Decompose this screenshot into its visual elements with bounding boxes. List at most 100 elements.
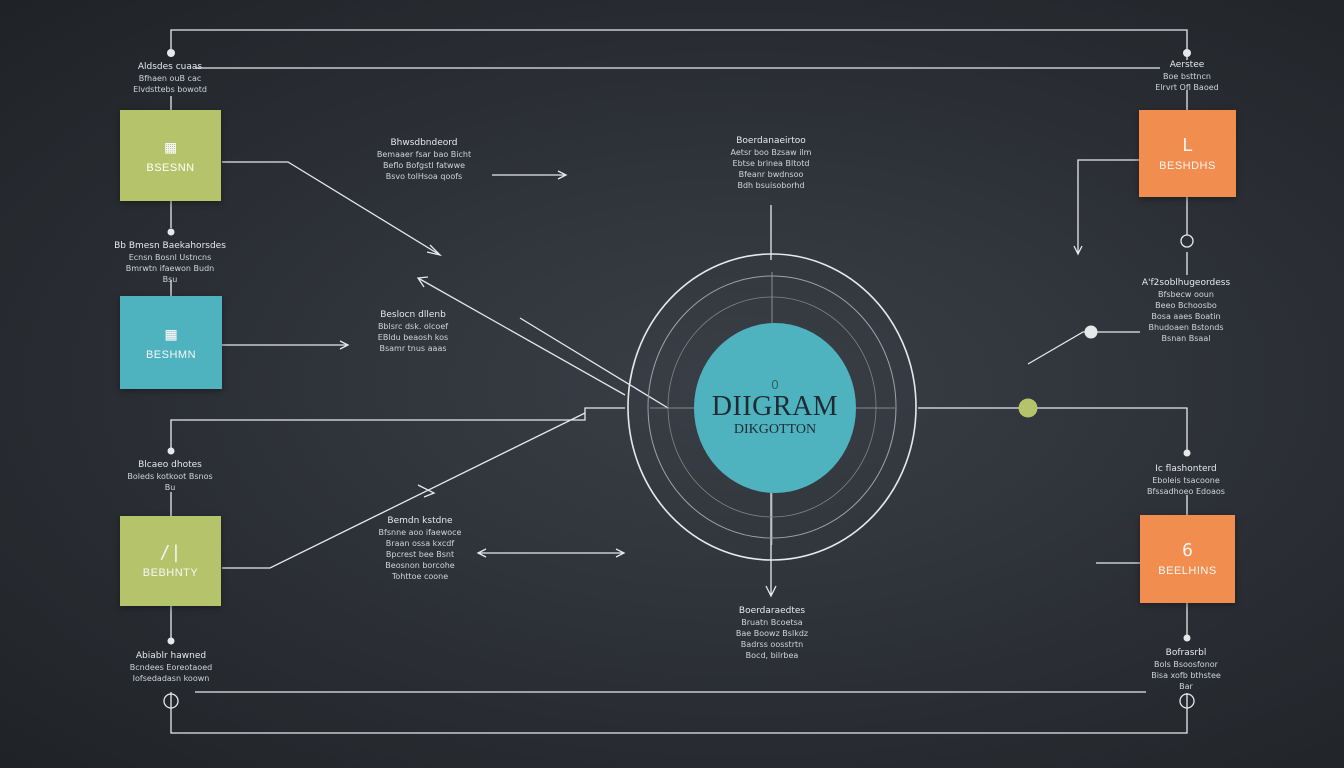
box-label: BSESNN: [146, 161, 195, 174]
note-line: Braan ossa kxcdf: [385, 539, 455, 548]
note-line: Bae Boowz Bslkdz: [735, 629, 809, 638]
note-line: Boleds kotkoot Bsnos: [127, 472, 213, 481]
note-line: Tohttoe coone: [391, 572, 449, 581]
note-line: Badrss oosstrtn: [740, 640, 804, 649]
note-line: Bruatn Bcoetsa: [741, 618, 803, 627]
hub-subtitle: DIKGOTTON: [733, 422, 817, 437]
right-top-bracket: [1073, 159, 1140, 256]
note-title: Bofrasrbl: [1165, 648, 1207, 658]
note-top-right: Aerstee Boe bsttncn Elrvrt Ofl Baoed: [1142, 60, 1232, 93]
node-right-diagonal: [1084, 325, 1098, 339]
note-line: Eboleis tsacoone: [1152, 476, 1220, 485]
box-bottom-left[interactable]: /| BEBHNTY: [120, 516, 221, 606]
note-center-bottom: Boerdaraedtes Bruatn Bcoetsa Bae Boowz B…: [714, 606, 830, 661]
node-bottom-left-open: [163, 693, 179, 709]
chart-icon: /|: [159, 542, 182, 563]
note-line: Beeo Bchoosbo: [1155, 301, 1217, 310]
arrow-lower-left-head: [417, 484, 436, 498]
number-icon: 6: [1182, 540, 1193, 561]
hub-title: DIIGRAM: [711, 391, 839, 422]
note-title: Aldsdes cuaas: [137, 62, 203, 72]
box-label: BESHDHS: [1159, 159, 1216, 172]
corner-icon: L: [1182, 134, 1193, 156]
note-title: A'f2soblhugeordess: [1141, 278, 1231, 288]
note-line: Bpcrest bee Bsnt: [385, 550, 455, 559]
note-line: Iofsedadasn koown: [132, 674, 210, 683]
note-line: Bblsrc dsk. olcoef: [377, 322, 449, 331]
node-top-left: [167, 49, 175, 57]
note-line: Bcndees Eoreotaoed: [129, 663, 213, 672]
note-center-left-middle: Beslocn dllenb Bblsrc dsk. olcoef EBldu …: [358, 310, 468, 354]
note-center-left-bottom: Bemdn kstdne Bfsnne aoo ifaewoce Braan o…: [364, 516, 476, 582]
note-right-2: A'f2soblhugeordess Bfsbecw ooun Beeo Bch…: [1134, 278, 1238, 344]
note-line: Bfsnne aoo ifaewoce: [378, 528, 462, 537]
note-line: Beosnon borcohe: [385, 561, 455, 570]
frame-bottom-line: [170, 692, 1188, 734]
note-line: Elvdsttebs bowotd: [133, 85, 207, 94]
arrow-bottom-center: [476, 548, 626, 558]
arrow-middle-diagonal-head: [416, 276, 429, 288]
note-line: Bhudoaen Bstonds: [1148, 323, 1224, 332]
note-line: Bmrwtn ifaewon Budn: [125, 264, 215, 273]
note-line: Elrvrt Ofl Baoed: [1155, 83, 1219, 92]
note-right-3: Ic flashonterd Eboleis tsacoone Bfssadho…: [1134, 464, 1238, 497]
note-line: Aetsr boo Bzsaw ilm: [730, 148, 812, 157]
node-left-1: [167, 228, 175, 236]
note-line: Ecnsn Bosnl Ustncns: [128, 253, 212, 262]
note-left-4: Abiablr hawned Bcndees Eoreotaoed Iofsed…: [112, 651, 230, 684]
note-line: Bols Bsoosfonor: [1154, 660, 1218, 669]
note-title: Boerdaraedtes: [738, 606, 806, 616]
arrow-top-center: [492, 170, 568, 180]
note-line: Bu: [164, 483, 176, 492]
grid-icon: ▦: [165, 323, 177, 345]
note-title: Bemdn kstdne: [387, 516, 453, 526]
note-line: Bemaaer fsar bao Bicht: [376, 150, 472, 159]
hub-outer-ring: [627, 253, 917, 561]
note-line: EBldu beaosh kos: [377, 333, 449, 342]
note-center-left-top: Bhwsdbndeord Bemaaer fsar bao Bicht Befl…: [362, 138, 486, 182]
node-right-ring: [1180, 234, 1194, 248]
arrow-middle-diagonal: [417, 277, 626, 396]
arrow-top-left-diagonal-head: [426, 244, 443, 257]
note-title: Bb Bmesn Baekahorsdes: [114, 241, 226, 251]
arrow-top-left-diagonal: [222, 161, 441, 256]
node-left-2: [167, 447, 175, 455]
central-hub[interactable]: 0 DIIGRAM DIKGOTTON: [694, 323, 856, 493]
note-title: Ic flashonterd: [1155, 464, 1217, 474]
note-line: Boe bsttncn: [1163, 72, 1211, 81]
hub-icon: 0: [771, 377, 779, 392]
note-title: Boerdanaeirtoo: [736, 136, 806, 146]
note-line: Bar: [1179, 682, 1193, 691]
note-left-2: Bb Bmesn Baekahorsdes Ecnsn Bosnl Ustncn…: [110, 241, 230, 285]
note-title: Abiablr hawned: [135, 651, 207, 661]
note-center-top: Boerdanaeirtoo Aetsr boo Bzsaw ilm Ebtse…: [708, 136, 834, 191]
left-bottom-link: [170, 407, 625, 448]
note-line: Ebtse brinea Bltotd: [732, 159, 810, 168]
note-line: Bdh bsuisoborhd: [737, 181, 805, 190]
note-title: Bhwsdbndeord: [390, 138, 458, 148]
box-top-left[interactable]: ▦ BSESNN: [120, 110, 221, 201]
arrow-middle-left: [222, 340, 350, 350]
box-label: BEBHNTY: [142, 567, 199, 579]
node-green-connector: [1018, 398, 1038, 418]
arrow-right-diagonal: [519, 317, 669, 409]
note-line: Bfsbecw ooun: [1158, 290, 1214, 299]
right-diagonal: [1027, 331, 1140, 365]
node-top-right: [1183, 49, 1191, 57]
note-line: Bfeanr bwdnsoo: [738, 170, 804, 179]
box-label: BESHMN: [145, 348, 197, 361]
box-bottom-right[interactable]: 6 BEELHINS: [1140, 515, 1235, 603]
note-title: Aerstee: [1169, 60, 1205, 70]
box-middle-left[interactable]: ▦ BESHMN: [120, 296, 222, 389]
note-line: Bsamr tnus aaas: [379, 344, 447, 353]
node-bottom-right-open: [1179, 693, 1195, 709]
note-title: Beslocn dllenb: [380, 310, 446, 320]
grid-icon: ▦: [165, 136, 176, 158]
hub-bottom-line: [765, 493, 777, 598]
note-line: Bisa xofb bthstee: [1151, 671, 1221, 680]
box-top-right[interactable]: L BESHDHS: [1139, 110, 1236, 197]
frame-top-line: [170, 29, 1188, 52]
note-line: Bfssadhoeo Edoaos: [1147, 487, 1225, 496]
box-label: BEELHINS: [1158, 565, 1217, 577]
